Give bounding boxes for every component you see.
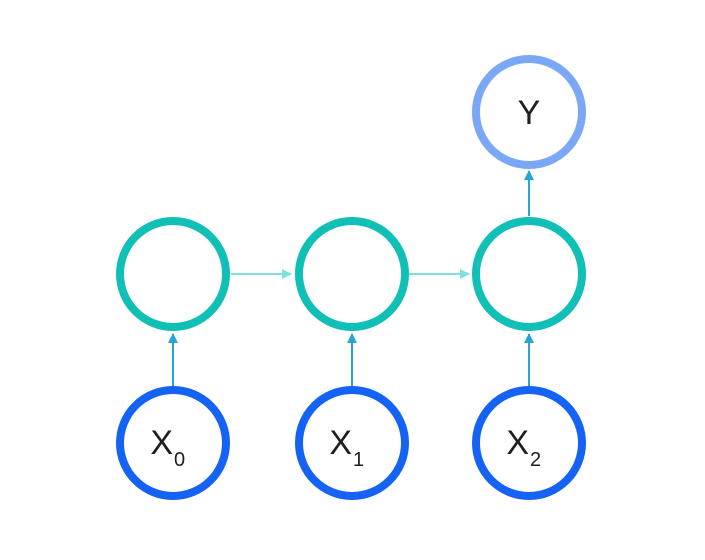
node-x2-circle — [472, 386, 586, 500]
node-x1: X 1 — [295, 386, 409, 500]
node-y-label: Y — [518, 94, 541, 132]
node-x1-subscript: 1 — [353, 449, 364, 471]
node-x2: X 2 — [472, 386, 586, 500]
node-x1-circle — [295, 386, 409, 500]
node-h2 — [472, 217, 586, 331]
node-x2-label: X — [506, 424, 529, 462]
node-h1 — [295, 217, 409, 331]
node-x0-circle — [116, 386, 230, 500]
node-x1-label: X — [329, 424, 352, 462]
node-x0: X 0 — [116, 386, 230, 500]
node-y: Y — [472, 55, 586, 169]
node-y-circle — [472, 55, 586, 169]
node-x2-subscript: 2 — [530, 449, 541, 471]
node-x0-subscript: 0 — [174, 449, 185, 471]
node-x0-label: X — [150, 424, 173, 462]
node-h0 — [116, 217, 230, 331]
